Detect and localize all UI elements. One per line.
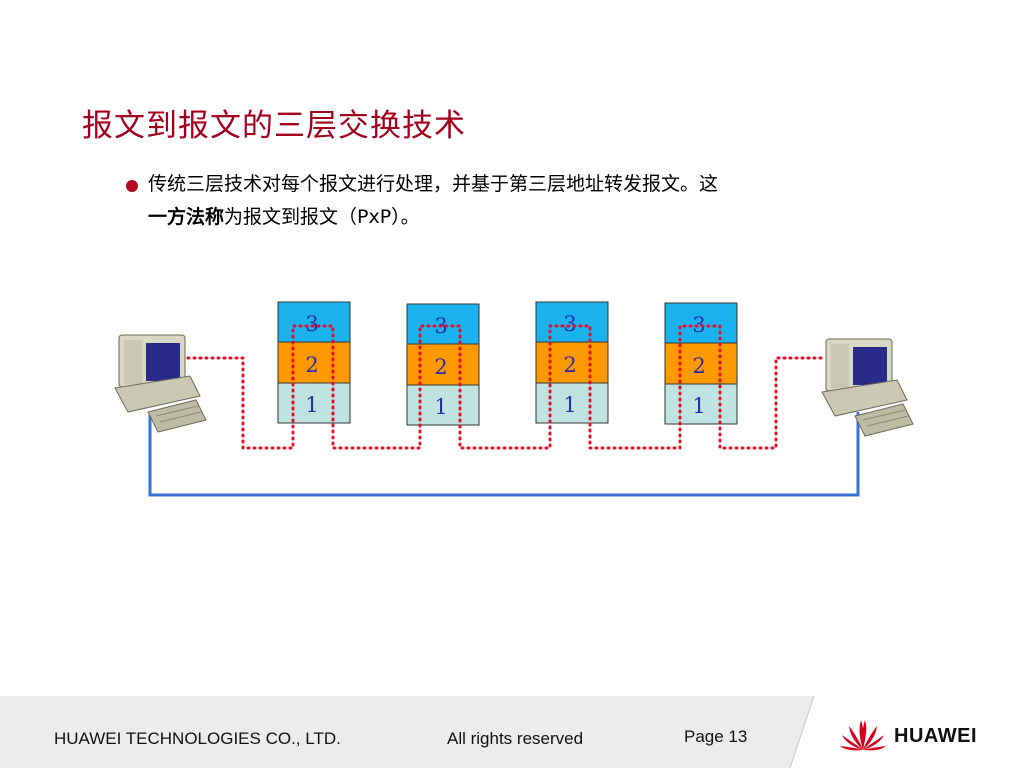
stack-1-layer-2: 2 xyxy=(305,353,318,377)
stack-3-layer-1: 1 xyxy=(563,393,576,417)
stack-1-layer-3: 3 xyxy=(305,312,318,336)
device-stack-3: 3 2 1 xyxy=(535,301,609,424)
footer-rights: All rights reserved xyxy=(447,729,584,748)
computer-icon-left xyxy=(114,334,207,433)
stack-4-layer-1: 1 xyxy=(692,394,705,418)
physical-link-line xyxy=(148,412,860,497)
computer-icon-right xyxy=(821,338,914,437)
packet-path-dotted-line xyxy=(186,324,824,450)
bullet-paragraph: 传统三层技术对每个报文进行处理，并基于第三层地址转发报文。这 一方法称为报文到报… xyxy=(126,168,946,234)
stack-2-layer-1: 1 xyxy=(434,395,447,419)
bullet-dot-icon xyxy=(126,180,138,192)
device-stack-1: 3 2 1 xyxy=(277,301,351,424)
stack-1-layer-1: 1 xyxy=(305,393,318,417)
huawei-logo: HUAWEI xyxy=(838,714,998,754)
stack-4-layer-3: 3 xyxy=(692,313,705,337)
stack-2-layer-2: 2 xyxy=(434,355,447,379)
footer-bar: HUAWEI TECHNOLOGIES CO., LTD. All rights… xyxy=(0,696,1024,768)
bullet-line-2: 为报文到报文（PxP）。 xyxy=(224,206,420,228)
footer-company: HUAWEI TECHNOLOGIES CO., LTD. xyxy=(54,729,341,748)
stack-4-layer-2: 2 xyxy=(692,354,705,378)
device-stack-4: 3 2 1 xyxy=(664,302,738,425)
footer-page-number: Page 13 xyxy=(684,727,748,746)
bullet-bold-term: 一方法称 xyxy=(148,206,225,228)
huawei-wordmark: HUAWEI xyxy=(894,725,977,747)
bullet-text: 传统三层技术对每个报文进行处理，并基于第三层地址转发报文。这 一方法称为报文到报… xyxy=(148,168,946,234)
slide-title: 报文到报文的三层交换技术 xyxy=(82,108,466,144)
stack-3-layer-3: 3 xyxy=(563,312,576,336)
footer-wedge-decoration xyxy=(790,696,1024,768)
huawei-flower-icon xyxy=(840,720,886,751)
device-stack-2: 3 2 1 xyxy=(406,303,480,426)
stack-3-layer-2: 2 xyxy=(563,353,576,377)
bullet-line-1: 传统三层技术对每个报文进行处理，并基于第三层地址转发报文。这 xyxy=(148,173,719,195)
